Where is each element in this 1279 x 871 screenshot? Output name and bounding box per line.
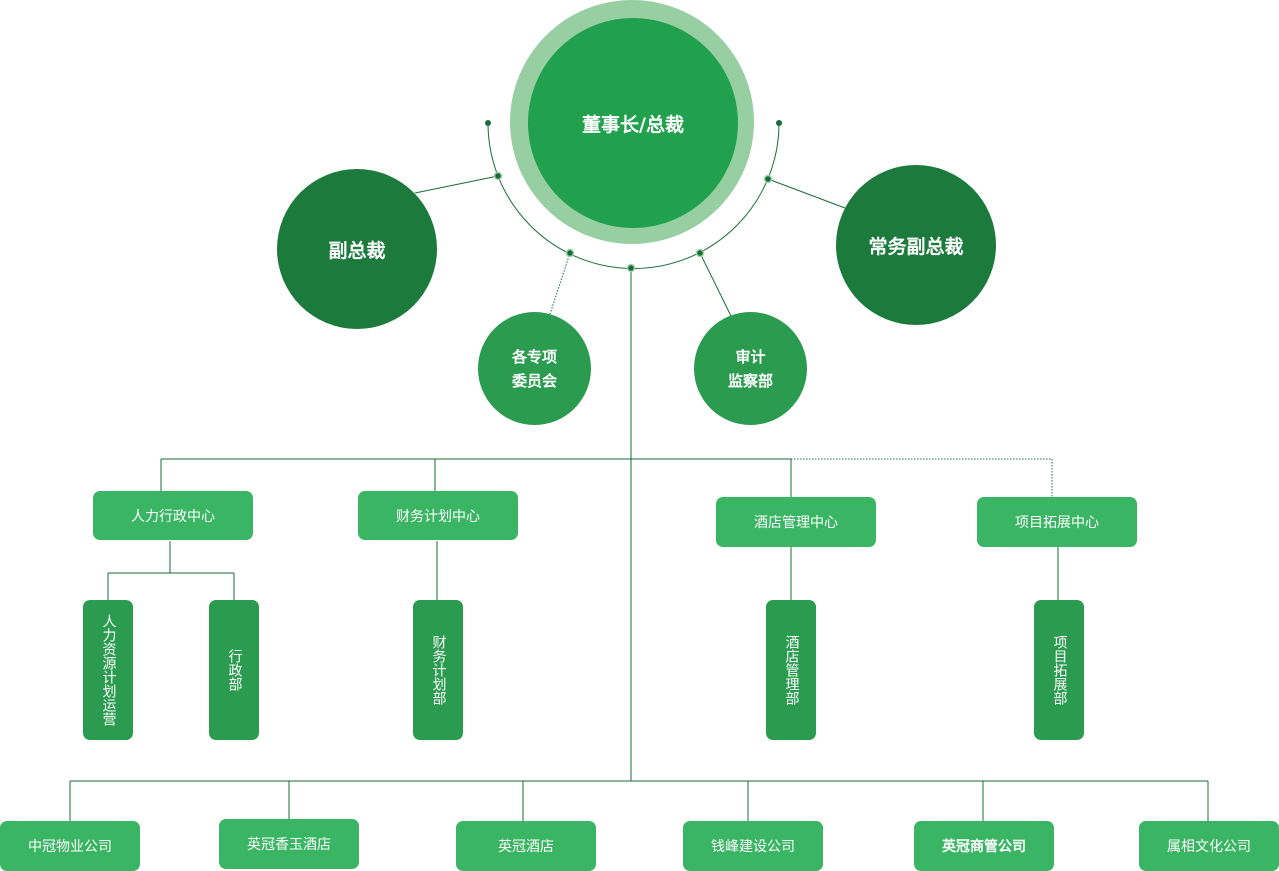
- junction-dot: [763, 174, 773, 184]
- junction-dot: [493, 171, 503, 181]
- company-node: 钱峰建设公司: [683, 821, 823, 871]
- finance-center: 财务计划中心: [358, 491, 518, 540]
- admin-department-label: 行政部: [226, 649, 243, 691]
- hotel-management-center: 酒店管理中心: [716, 497, 876, 547]
- finance-department: 财务计划部: [413, 600, 463, 740]
- hr-admin-center: 人力行政中心: [93, 491, 253, 540]
- committees-node: 各专项 委员会: [478, 312, 591, 425]
- executive-vice-president-node: 常务副总裁: [836, 165, 996, 325]
- committees-label-line1: 各专项: [511, 347, 557, 366]
- chairman-label: 董事长/总裁: [582, 113, 684, 136]
- company-label: 钱峰建设公司: [711, 839, 795, 855]
- hr-planning-department: 人力资源计划运营: [83, 600, 133, 740]
- committees-label-line2: 委员会: [511, 371, 557, 390]
- hotel-department: 酒店管理部: [766, 600, 816, 740]
- vice-president-label: 副总裁: [328, 239, 386, 262]
- company-node: 中冠物业公司: [0, 821, 140, 871]
- junction-dot: [565, 248, 575, 258]
- project-development-center: 项目拓展中心: [977, 497, 1137, 547]
- hr-planning-department-label: 人力资源计划运营: [100, 614, 117, 726]
- chairman-node: 董事长/总裁: [528, 18, 738, 228]
- finance-department-label: 财务计划部: [430, 635, 447, 705]
- company-label: 英冠商管公司: [942, 839, 1026, 855]
- company-label: 中冠物业公司: [28, 839, 112, 855]
- vice-president-node: 副总裁: [277, 169, 437, 329]
- hr-admin-center-label: 人力行政中心: [131, 508, 215, 525]
- executive-vice-president-label: 常务副总裁: [868, 235, 964, 258]
- company-node: 属相文化公司: [1139, 821, 1279, 871]
- junction-dot: [695, 248, 705, 258]
- admin-department: 行政部: [209, 600, 259, 740]
- arc-end-dot: [485, 120, 491, 126]
- company-node: 英冠酒店: [456, 821, 596, 871]
- project-development-center-label: 项目拓展中心: [1015, 515, 1099, 531]
- hotel-department-label: 酒店管理部: [783, 635, 800, 705]
- audit-label-line1: 审计: [735, 347, 766, 366]
- company-label: 英冠香玉酒店: [247, 837, 331, 853]
- company-label: 英冠酒店: [498, 839, 554, 855]
- finance-center-label: 财务计划中心: [396, 508, 480, 525]
- audit-label-line2: 监察部: [727, 371, 773, 390]
- company-node: 英冠香玉酒店: [219, 819, 359, 869]
- project-department: 项目拓展部: [1034, 600, 1084, 740]
- audit-node: 审计 监察部: [694, 312, 807, 425]
- junction-dot: [626, 263, 636, 273]
- hotel-management-center-label: 酒店管理中心: [754, 515, 838, 531]
- company-node: 英冠商管公司: [914, 821, 1054, 871]
- arc-end-dot: [776, 120, 782, 126]
- project-department-label: 项目拓展部: [1051, 635, 1068, 705]
- company-label: 属相文化公司: [1167, 839, 1251, 855]
